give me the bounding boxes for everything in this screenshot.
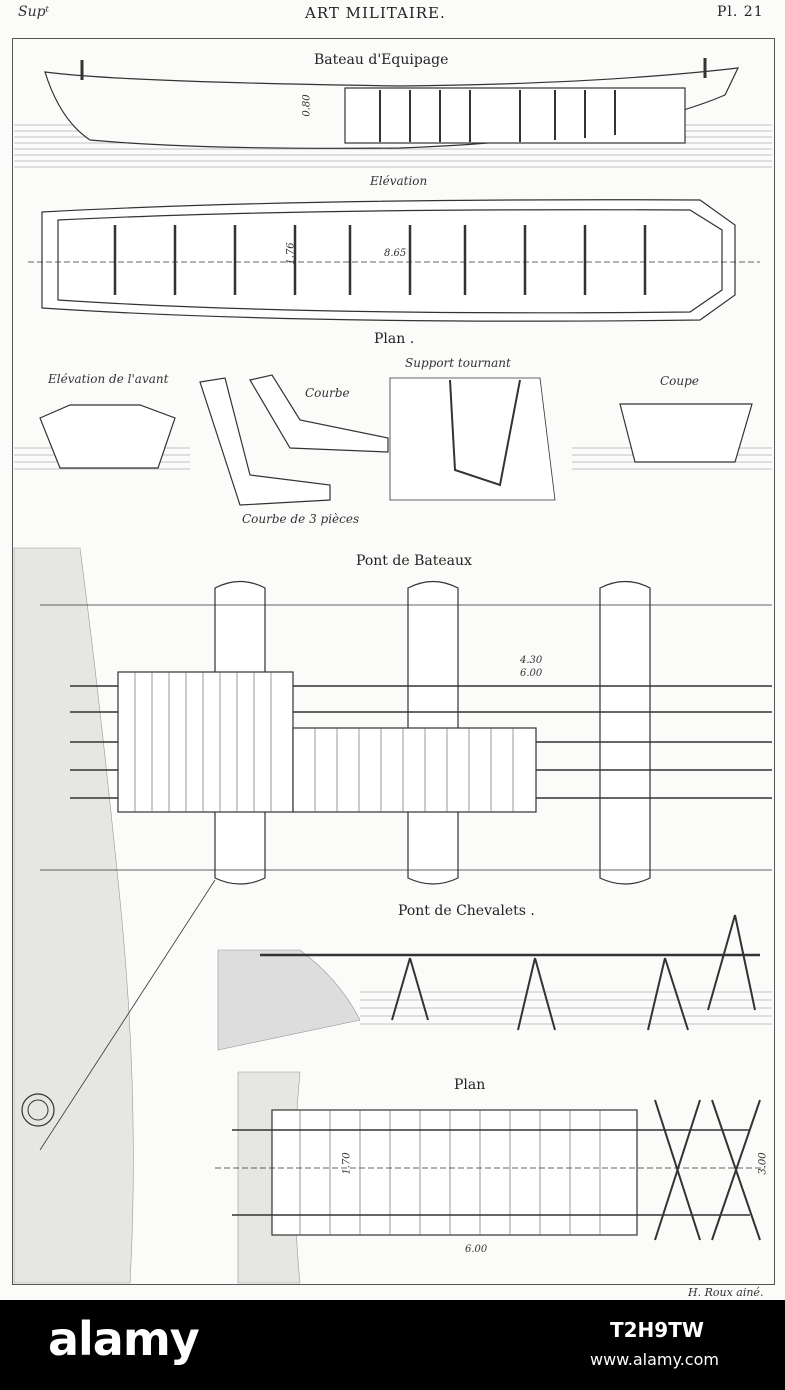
dimension-label: 1.70	[341, 1152, 353, 1175]
watermark-url: www.alamy.com	[590, 1350, 719, 1369]
engraving-plate: Supᵗ ART MILITAIRE. Pl. 21 Bateau d'Equi…	[12, 4, 775, 1299]
rope-coil	[21, 1093, 55, 1127]
watermark-brand: alamy	[48, 1312, 200, 1366]
caption-bateau: Bateau d'Equipage	[314, 52, 449, 68]
plate-number: Pl. 21	[717, 4, 764, 20]
caption-support: Support tournant	[405, 356, 511, 370]
supplement-label: Supᵗ	[18, 4, 50, 20]
dimension-label: 1.76	[285, 242, 297, 265]
page-title: ART MILITAIRE.	[305, 4, 446, 22]
anchor-rope	[39, 879, 216, 1151]
caption-plan-2: Plan	[454, 1077, 486, 1093]
dimension-label: 4.30	[520, 655, 543, 666]
trestle-feet	[654, 1099, 761, 1241]
boat-ribs	[379, 90, 616, 142]
bridge-cables	[40, 604, 772, 871]
caption-pont-chevalets: Pont de Chevalets .	[398, 903, 535, 919]
bow-elevation	[39, 404, 176, 469]
coupe-section	[619, 403, 753, 463]
chevalets-bank	[217, 949, 361, 1051]
watermark-code: T2H9TW	[610, 1318, 704, 1342]
dimension-label: 0.80	[301, 94, 313, 117]
caption-elevation: Elévation	[370, 174, 428, 188]
caption-coupe: Coupe	[660, 374, 699, 388]
riverbank-left	[13, 547, 134, 1284]
dimension-label: 8.65	[384, 248, 407, 259]
caption-plan-1: Plan .	[374, 331, 415, 347]
watermark-bar	[0, 1300, 785, 1390]
courbe-piece	[199, 377, 331, 506]
caption-pont-bateaux: Pont de Bateaux	[356, 553, 472, 569]
plan-thwarts	[113, 225, 647, 295]
plan2-deck	[271, 1109, 638, 1236]
deck-planking-1	[117, 671, 294, 813]
caption-courbe: Courbe	[305, 386, 350, 400]
support-tournant	[389, 377, 556, 501]
boat-elevation-cutaway	[344, 87, 686, 144]
dimension-label: 6.00	[465, 1244, 488, 1255]
deck-planking-2	[292, 727, 537, 813]
plate-frame	[12, 38, 775, 1285]
caption-courbe-3: Courbe de 3 pièces	[242, 512, 360, 526]
trestles	[391, 914, 756, 1031]
dimension-label: 3.00	[757, 1152, 769, 1175]
engraver-signature: H. Roux ainé.	[688, 1286, 764, 1299]
caption-elevation-avant: Elévation de l'avant	[48, 372, 169, 386]
boat-plan-outline	[41, 199, 736, 322]
dimension-label: 6.00	[520, 668, 543, 679]
engraving-illustration	[13, 58, 772, 1284]
